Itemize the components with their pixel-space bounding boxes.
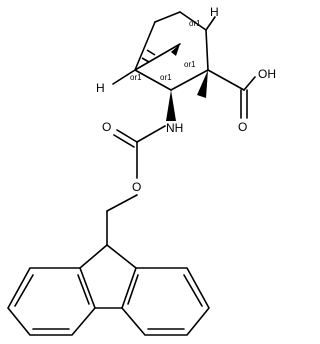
atom-o-carbamate: O — [102, 120, 111, 134]
atom-h-right: H — [210, 5, 219, 19]
ring-left-double-3 — [14, 274, 34, 307]
wedge-c2-n — [166, 90, 176, 121]
stereo-label-c4: or1 — [189, 19, 201, 28]
atom-nh: NH — [166, 121, 183, 135]
molecule-diagram: H H OH O NH O O or1 or1 or1 or1 — [7, 5, 276, 336]
bond-c3-c4 — [205, 29, 209, 71]
structure-canvas: H H OH O NH O O or1 or1 or1 or1 — [7, 5, 276, 336]
wedge-bridge — [171, 44, 180, 56]
bond-c5-c6 — [154, 11, 181, 23]
hash-c1-a — [141, 57, 150, 63]
wedge-c2-c3 — [197, 70, 208, 98]
bond-c-oh — [243, 76, 256, 91]
ring-right — [121, 267, 210, 336]
bond-c9-left — [79, 244, 108, 269]
atom-o-acid: O — [238, 120, 247, 134]
atom-o-ester: O — [132, 180, 141, 194]
atom-h-left: H — [96, 81, 105, 95]
bond-c1-c7 — [134, 43, 181, 71]
ring-left-double-1 — [77, 274, 90, 305]
ring-right-double-1 — [127, 274, 139, 305]
bond-c3-ccooh — [207, 69, 245, 91]
bond-c2-c3 — [170, 69, 209, 91]
ring-right-double-3 — [183, 274, 203, 307]
bond-c-o-double-b2 — [113, 134, 135, 148]
stereo-label-c2: or1 — [160, 73, 172, 82]
bond-c1-c2 — [134, 69, 172, 91]
bond-c6-c1 — [134, 21, 156, 71]
bond-c-o-double-a2 — [116, 129, 138, 143]
stereo-label-c3: or1 — [184, 60, 196, 69]
atom-oh: OH — [258, 67, 276, 81]
hash-c1-b — [146, 49, 156, 56]
ring-left — [7, 267, 96, 336]
bond-c4-h — [205, 16, 216, 31]
bond-c1-h — [112, 69, 136, 85]
bond-c9-right — [106, 244, 137, 269]
bond-c4-c5 — [179, 11, 207, 31]
stereo-label-c1: or1 — [130, 73, 142, 82]
bond-oester-ch2 — [106, 194, 138, 212]
bond-nh-c — [136, 125, 166, 143]
